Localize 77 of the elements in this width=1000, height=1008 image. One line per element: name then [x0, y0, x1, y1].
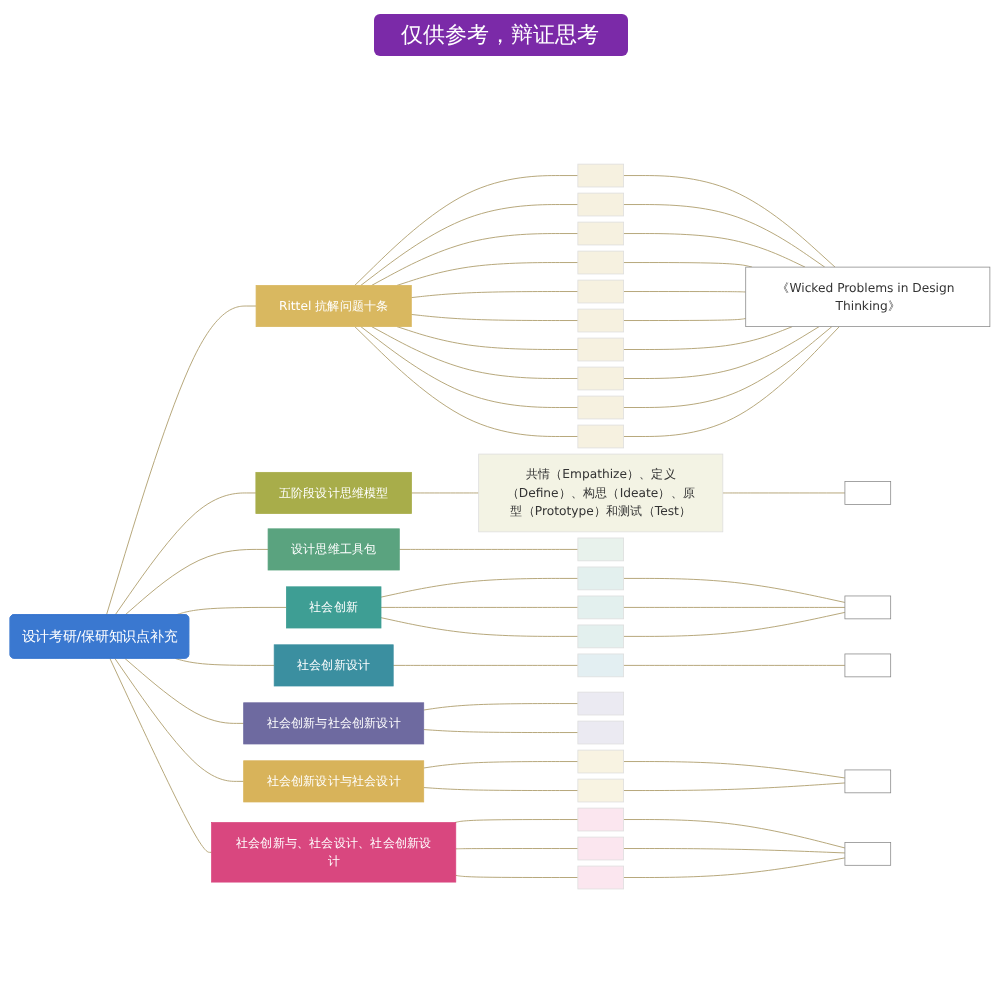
node-box	[577, 221, 624, 245]
connector	[114, 657, 245, 782]
node-box	[577, 691, 624, 715]
connector	[124, 548, 269, 615]
node-box	[577, 537, 624, 561]
connector	[410, 290, 579, 298]
connector	[722, 491, 846, 493]
node-box	[844, 595, 892, 619]
node-box	[577, 163, 624, 187]
connector	[423, 786, 579, 791]
connector	[109, 657, 213, 853]
connector	[360, 203, 579, 286]
connector	[623, 818, 846, 848]
connector	[423, 760, 579, 768]
connector	[124, 657, 245, 724]
connector	[623, 577, 846, 603]
connector	[380, 606, 579, 608]
node-box	[577, 807, 624, 831]
connector	[623, 174, 836, 268]
connector	[174, 657, 275, 666]
node-box	[577, 836, 624, 860]
connector	[423, 728, 579, 733]
connector	[623, 606, 846, 608]
connector	[411, 491, 480, 493]
connector	[410, 313, 579, 321]
node-box	[577, 595, 624, 619]
connector	[623, 203, 826, 268]
connector	[174, 606, 287, 615]
node-box	[577, 279, 624, 303]
node-box	[577, 366, 624, 390]
connector	[380, 616, 579, 637]
connector	[623, 325, 793, 350]
connector	[455, 874, 579, 878]
node-box	[577, 778, 624, 802]
node-box	[577, 250, 624, 274]
connector	[623, 290, 747, 292]
connector	[371, 232, 579, 286]
node-box	[577, 337, 624, 361]
node-box	[577, 308, 624, 332]
connector	[398, 548, 579, 550]
connector	[423, 702, 579, 710]
connector	[454, 818, 579, 823]
node-box	[577, 192, 624, 216]
node-box	[577, 749, 624, 773]
connector	[360, 325, 579, 408]
node-box	[577, 624, 624, 648]
node-box	[577, 395, 624, 419]
node-box	[577, 424, 624, 448]
node-box	[577, 720, 624, 744]
connector	[455, 847, 579, 849]
node-box	[844, 480, 892, 505]
node-box	[577, 566, 624, 590]
connector	[623, 325, 840, 437]
connector	[396, 325, 579, 350]
connector	[354, 174, 579, 286]
connector	[623, 664, 846, 666]
connector	[392, 664, 579, 666]
connector	[623, 232, 806, 268]
connector	[380, 577, 579, 598]
connector	[623, 760, 846, 778]
node-box	[577, 653, 624, 677]
node-box	[577, 865, 624, 889]
connector	[623, 781, 846, 791]
node-box	[844, 769, 892, 793]
connector	[623, 317, 747, 321]
connector	[623, 611, 846, 637]
node-box	[844, 653, 892, 677]
connector	[371, 325, 579, 379]
connector	[623, 325, 833, 408]
connector	[623, 847, 846, 853]
connector	[114, 491, 257, 615]
note-banner: 仅供参考，辩证思考	[373, 14, 627, 56]
connector	[106, 305, 257, 615]
node-box	[844, 841, 892, 866]
connector	[623, 325, 820, 379]
connector	[354, 325, 579, 437]
connector	[623, 856, 846, 878]
